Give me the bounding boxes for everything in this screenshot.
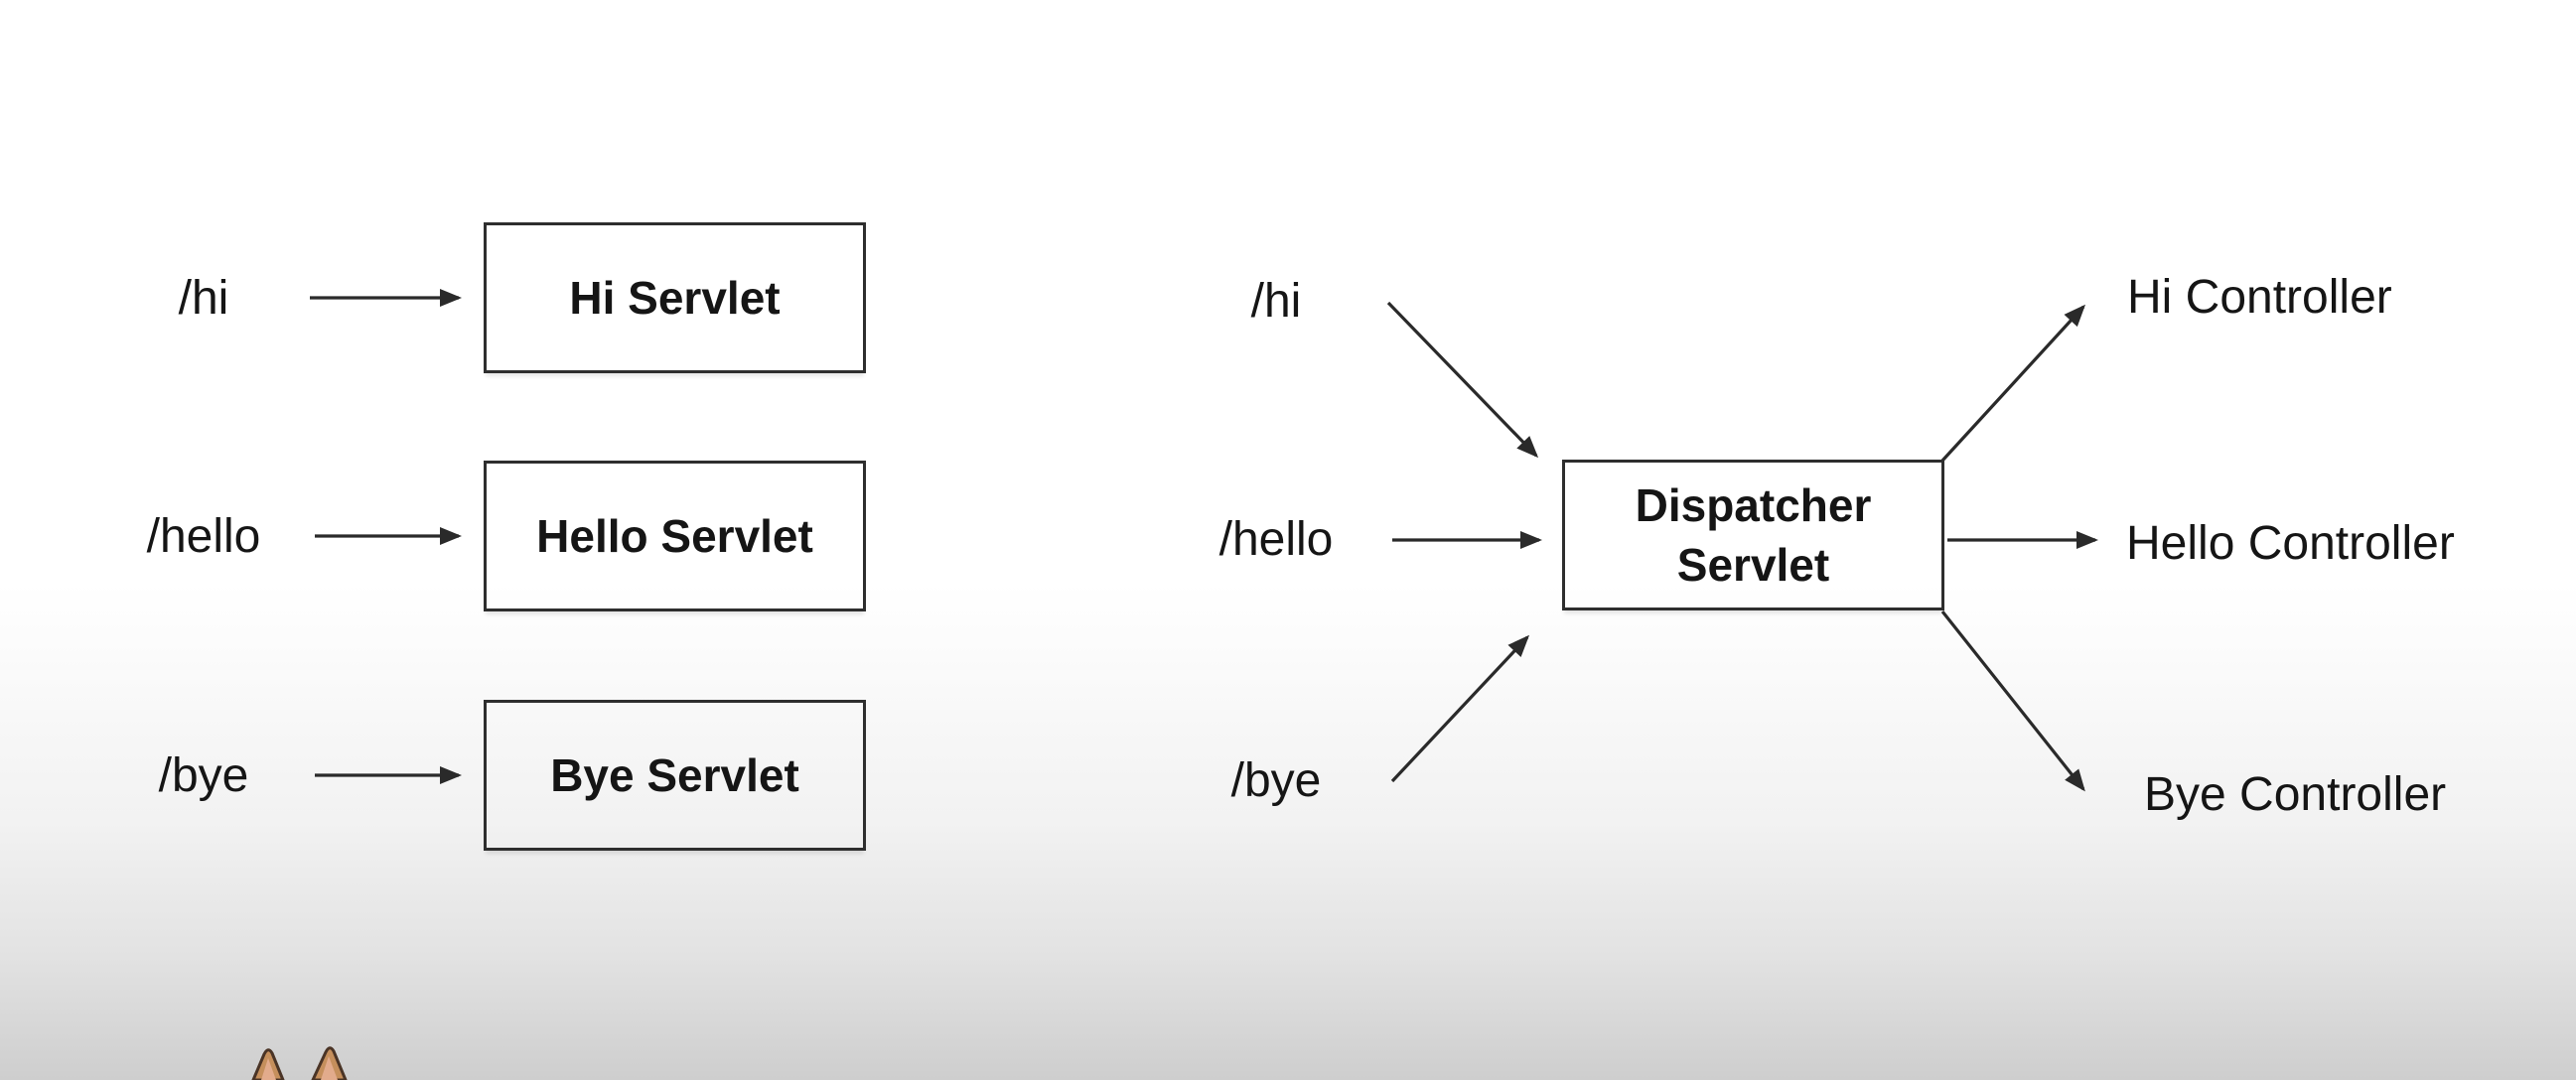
path-label-hi: /hi <box>178 271 229 325</box>
arrow-dispatcher-to-hi-controller <box>1940 304 2086 463</box>
bye-controller-label: Bye Controller <box>2144 767 2447 821</box>
bye-servlet-label: Bye Servlet <box>550 749 799 801</box>
path-label-hello: /hello <box>146 509 261 563</box>
path-label-hello-right: /hello <box>1218 512 1334 566</box>
hello-servlet-box: Hello Servlet <box>484 461 866 611</box>
dispatcher-servlet-label-line2: Servlet <box>1676 539 1830 591</box>
arrow-dispatcher-to-bye-controller <box>1940 610 2085 792</box>
cat-ears-icon <box>251 1046 348 1080</box>
hello-controller-label: Hello Controller <box>2126 516 2455 570</box>
dispatcher-servlet-box: Dispatcher Servlet <box>1562 460 1944 610</box>
arrow-bye-to-dispatcher <box>1390 634 1530 783</box>
arrow-hi-to-dispatcher <box>1386 301 1539 459</box>
path-label-hi-right: /hi <box>1250 274 1302 328</box>
path-label-bye-right: /bye <box>1230 753 1322 807</box>
hi-controller-label: Hi Controller <box>2127 270 2392 324</box>
bye-servlet-box: Bye Servlet <box>484 700 866 851</box>
dispatcher-servlet-label-line1: Dispatcher <box>1635 479 1872 531</box>
left-ear-inner <box>261 1058 276 1080</box>
hi-servlet-box: Hi Servlet <box>484 222 866 373</box>
hello-servlet-label: Hello Servlet <box>536 510 813 562</box>
hi-servlet-label: Hi Servlet <box>569 272 781 324</box>
right-ear-inner <box>321 1056 338 1080</box>
path-label-bye: /bye <box>158 748 249 802</box>
